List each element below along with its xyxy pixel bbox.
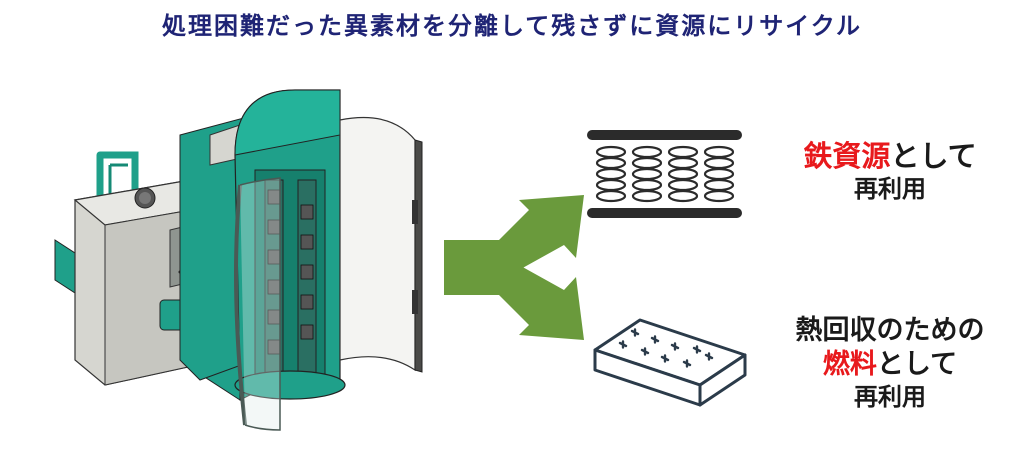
metal-resource-rest: として [890, 139, 977, 173]
fuel-board-icon [593, 318, 747, 407]
fuel-accent: 燃料 [822, 348, 877, 380]
separation-machine-illustration [54, 89, 423, 431]
heat-recovery-text: 熱回収のための [795, 315, 985, 346]
fuel-rest: として [876, 348, 958, 380]
fuel-label: 熱回収のための 燃料として 再利用 [760, 314, 1020, 412]
metal-reuse-text: 再利用 [854, 175, 926, 204]
spring-mattress-core-icon [587, 130, 742, 218]
metal-resource-label: 鉄資源として 再利用 [770, 138, 1010, 204]
fuel-reuse-text: 再利用 [854, 382, 926, 411]
metal-resource-accent: 鉄資源 [803, 139, 891, 173]
split-arrow [444, 195, 584, 340]
page-title: 処理困難だった異素材を分離して残さずに資源にリサイクル [161, 12, 863, 40]
